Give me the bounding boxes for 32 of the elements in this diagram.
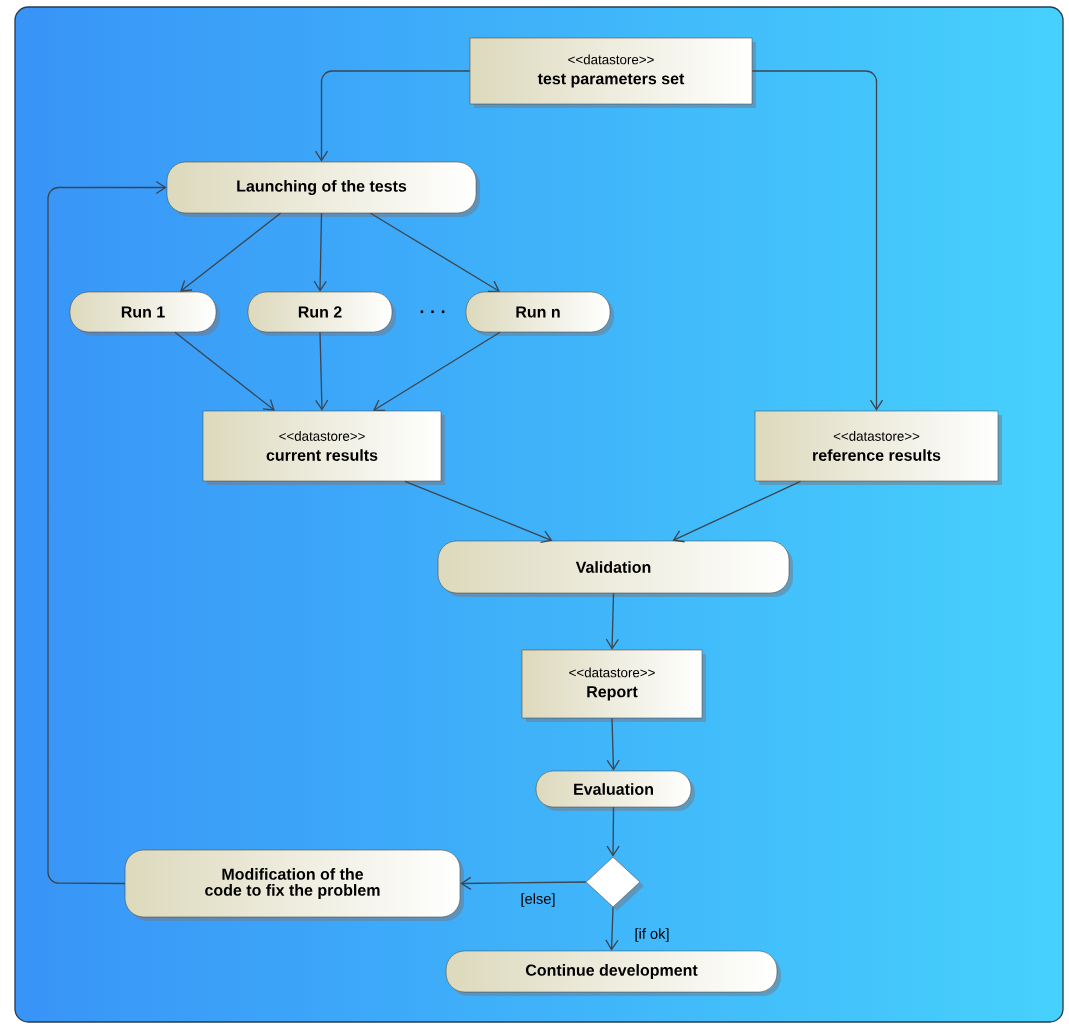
datastore-box: <<datastore>> current results [202,410,445,485]
decision-diamond [585,856,644,911]
action-box: Evaluation [535,770,695,811]
action-box: Run 2 [247,291,396,336]
arrow [404,480,553,544]
arrow [751,70,884,411]
arrow [369,212,500,293]
ellipsis-label: · · · [420,310,445,314]
arrow [605,906,619,951]
datastore-box: <<datastore>> test parameters set [469,37,756,108]
edge-label: [else] [521,893,555,907]
arrow [460,876,587,891]
action-box: Run 1 [69,291,220,336]
arrow [605,592,619,650]
action-box: Run n [465,291,614,336]
arrow [672,480,802,543]
action-box: Validation [437,540,793,597]
arrow [47,180,167,885]
datastore-box: <<datastore>> Report [521,649,706,722]
datastore-box: <<datastore>> reference results [754,410,1002,485]
arrow [606,717,620,771]
arrow [314,70,471,162]
arrow [373,331,501,411]
arrow [606,806,620,857]
arrow [174,331,275,411]
arrow [315,331,329,411]
arrow [313,212,327,292]
action-box: Modification of the code to fix the problem [124,849,464,921]
action-box: Continue development [445,950,781,997]
action-box: Launching of the tests [166,161,481,217]
arrow [180,212,282,292]
edge-label: [if ok] [635,928,669,942]
